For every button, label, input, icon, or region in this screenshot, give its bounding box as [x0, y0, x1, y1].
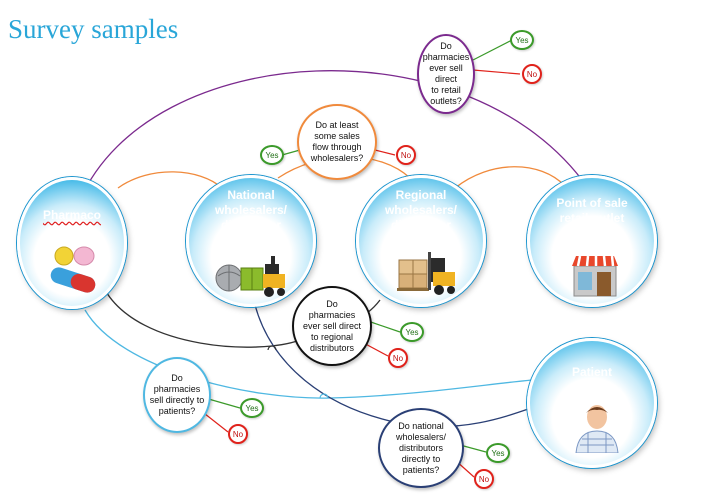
storefront-icon: [572, 255, 618, 297]
orange-connector-pharmaco-national: [117, 171, 223, 189]
yes-stub: [204, 397, 241, 409]
yes-stub: [281, 149, 301, 156]
question-retail-outlets: Do pharmacies ever sell direct to retail…: [417, 34, 475, 114]
node-regional-label: Regional wholesalers/ distributor: [384, 188, 458, 232]
yes-stub: [459, 444, 487, 453]
no-badge-wholesalers: No: [396, 145, 416, 165]
forklift-boxes-icon: [397, 252, 455, 295]
yes-badge-wholesalers: Yes: [260, 145, 284, 165]
node-regional: Regional wholesalers/ distributor: [356, 175, 486, 307]
page-title: Survey samples: [8, 14, 179, 44]
node-pharmaco: Pharmaco: [17, 177, 127, 309]
node-national-label: National wholesalers/ distributor: [214, 188, 288, 232]
orange-connector-regional-pos: [454, 166, 566, 189]
yes-stub: [472, 39, 513, 61]
node-point-of-sale-label: Point of sale retail outlet: [556, 196, 628, 225]
question-regional-distributors: Do pharmacies ever sell direct to region…: [292, 286, 372, 366]
question-wholesalers: Do at least some sales flow through whol…: [297, 104, 377, 180]
no-stub: [374, 149, 396, 156]
line-hop: [267, 345, 277, 351]
forklift-globe-icon: [215, 256, 285, 297]
yes-badge-regional: Yes: [400, 322, 424, 342]
node-pharmaco-label: Pharmaco: [42, 208, 102, 222]
yes-badge-patients: Yes: [240, 398, 264, 418]
question-patients: Do pharmacies sell directly to patients?: [143, 357, 211, 433]
no-badge-regional: No: [388, 348, 408, 368]
node-patient-label: Patient: [571, 365, 612, 379]
pills-icon: [50, 246, 96, 293]
no-badge-national: No: [474, 469, 494, 489]
no-stub: [472, 69, 521, 75]
yes-badge-national: Yes: [486, 443, 510, 463]
yes-badge-retail: Yes: [510, 30, 534, 50]
line-hop: [319, 393, 329, 399]
patient-icon: [575, 405, 619, 453]
node-national: National wholesalers/ distributor: [186, 175, 316, 307]
question-national-patients: Do national wholesalers/ distributors di…: [378, 408, 464, 488]
purple-connector-pharmaco-pos: [79, 70, 589, 201]
node-patient: Patient: [527, 338, 657, 468]
no-badge-retail: No: [522, 64, 542, 84]
node-point-of-sale: Point of sale retail outlet: [527, 175, 657, 307]
no-badge-patients: No: [228, 424, 248, 444]
